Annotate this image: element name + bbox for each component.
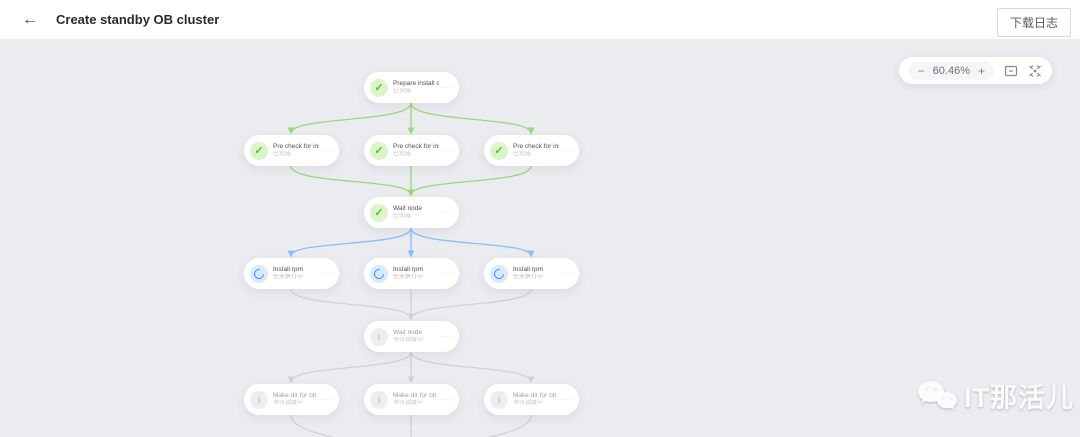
task-node-precheck-2[interactable]: ✓ Pre check for install ... 已完成 ··· [364, 135, 459, 166]
node-title: Install rpm [273, 265, 303, 273]
node-title: Pre check for install ... [393, 142, 439, 150]
node-title: Pre check for install ... [273, 142, 319, 150]
fit-view-icon[interactable] [1004, 64, 1018, 78]
check-icon: ✓ [370, 78, 388, 97]
node-title: Make dir for ob [273, 391, 317, 399]
zoom-group: − 60.46% + [908, 61, 994, 80]
node-more-icon[interactable]: ··· [441, 208, 452, 217]
node-more-icon[interactable]: ··· [441, 83, 452, 92]
node-status: 等待调度中 [393, 399, 424, 406]
node-title: Pre check for install ... [513, 142, 559, 150]
check-icon: ✓ [250, 141, 268, 160]
node-status: 已完成 [513, 150, 532, 157]
dag-edges [287, 102, 535, 437]
info-icon: i [250, 390, 268, 409]
node-title: Install rpm [393, 265, 423, 273]
task-node-install-rpm-3[interactable]: Install rpm 任务执行中 ··· [484, 258, 579, 289]
loading-icon [250, 264, 268, 283]
info-icon: i [370, 327, 388, 346]
task-node-precheck-1[interactable]: ✓ Pre check for install ... 已完成 ··· [244, 135, 339, 166]
node-more-icon[interactable]: ··· [321, 395, 332, 404]
top-bar: ← Create standby OB cluster 下载日志 [0, 0, 1080, 40]
node-title: Wait node [393, 328, 423, 336]
node-status: 已完成 [393, 150, 412, 157]
node-more-icon[interactable]: ··· [441, 395, 452, 404]
task-node-install-rpm-1[interactable]: Install rpm 任务执行中 ··· [244, 258, 339, 289]
node-status: 已完成 [273, 150, 292, 157]
node-status: 等待调度中 [393, 336, 424, 343]
node-more-icon[interactable]: ··· [561, 269, 572, 278]
task-node-wait-2[interactable]: i Wait node 等待调度中 ··· [364, 321, 459, 352]
node-title: Prepare install cluster [393, 79, 439, 87]
back-arrow-icon[interactable]: ← [22, 10, 38, 28]
zoom-in-button[interactable]: + [977, 63, 985, 78]
task-node-makedir-2[interactable]: i Make dir for ob 等待调度中 ··· [364, 384, 459, 415]
node-title: Make dir for ob [393, 391, 437, 399]
info-icon: i [490, 390, 508, 409]
task-node-makedir-3[interactable]: i Make dir for ob 等待调度中 ··· [484, 384, 579, 415]
node-more-icon[interactable]: ··· [561, 395, 572, 404]
download-log-button[interactable]: 下载日志 [996, 8, 1071, 37]
task-dag-canvas[interactable]: ✓ Prepare install cluster 已完成 ··· ✓ Pre … [0, 40, 1080, 437]
node-status: 任务执行中 [273, 273, 304, 280]
zoom-out-button[interactable]: − [917, 63, 925, 78]
zoom-level: 60.46% [932, 64, 970, 77]
node-status: 任务执行中 [513, 273, 544, 280]
node-more-icon[interactable]: ··· [321, 269, 332, 278]
task-node-wait-1[interactable]: ✓ Wait node 已完成 ··· [364, 197, 459, 228]
task-node-precheck-3[interactable]: ✓ Pre check for install ... 已完成 ··· [484, 135, 579, 166]
node-more-icon[interactable]: ··· [441, 146, 452, 155]
node-more-icon[interactable]: ··· [441, 269, 452, 278]
task-node-install-rpm-2[interactable]: Install rpm 任务执行中 ··· [364, 258, 459, 289]
loading-icon [490, 264, 508, 283]
node-title: Wait node [393, 204, 423, 212]
node-more-icon[interactable]: ··· [321, 146, 332, 155]
center-focus-icon[interactable] [1028, 64, 1042, 78]
task-node-makedir-1[interactable]: i Make dir for ob 等待调度中 ··· [244, 384, 339, 415]
node-status: 已完成 [393, 87, 412, 94]
check-icon: ✓ [490, 141, 508, 160]
check-icon: ✓ [370, 203, 388, 222]
task-node-prepare-install-cluster[interactable]: ✓ Prepare install cluster 已完成 ··· [364, 72, 459, 103]
page-title: Create standby OB cluster [56, 12, 220, 27]
check-icon: ✓ [370, 141, 388, 160]
node-status: 任务执行中 [393, 273, 424, 280]
node-title: Make dir for ob [513, 391, 557, 399]
node-status: 等待调度中 [513, 399, 544, 406]
node-more-icon[interactable]: ··· [441, 332, 452, 341]
node-title: Install rpm [513, 265, 543, 273]
node-status: 已完成 [393, 212, 412, 219]
node-more-icon[interactable]: ··· [561, 146, 572, 155]
node-status: 等待调度中 [273, 399, 304, 406]
loading-icon [370, 264, 388, 283]
info-icon: i [370, 390, 388, 409]
canvas-zoom-toolbar: − 60.46% + [898, 57, 1052, 84]
